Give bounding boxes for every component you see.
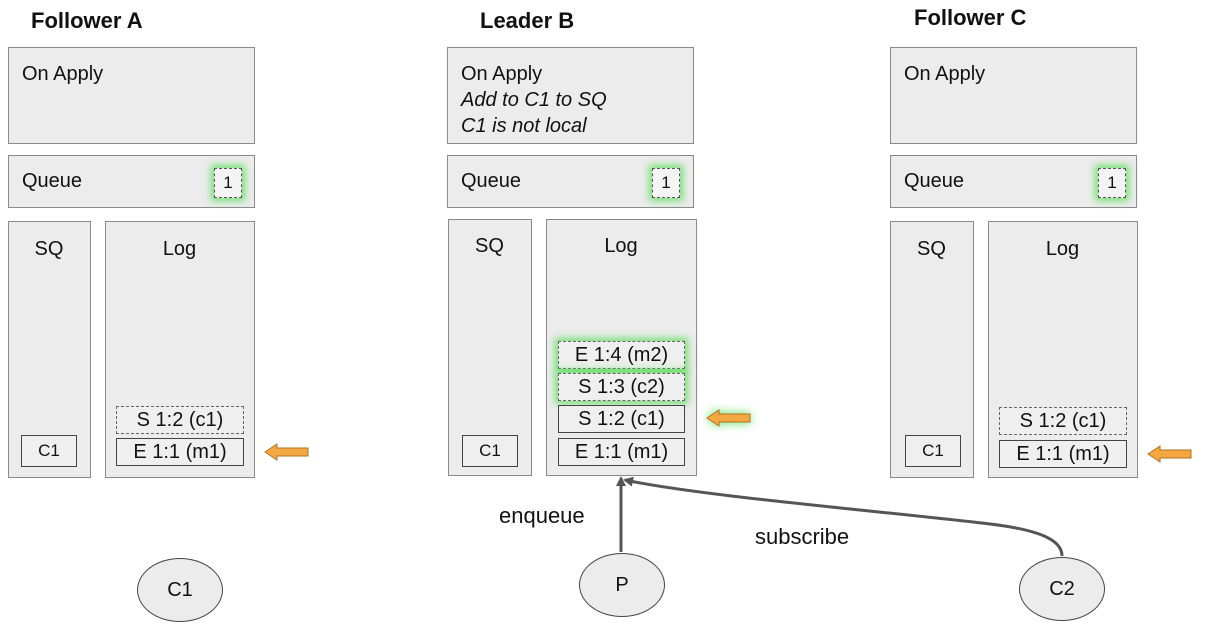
leader-b-on-apply-text: On Apply Add to C1 to SQ C1 is not local [461,61,607,139]
leader-b-queue-label: Queue [461,170,522,192]
follower-c-title: Follower C [914,5,1027,30]
leader-b-title: Leader B [480,8,575,33]
follower-a-log-entry: E 1:1 (m1) [116,438,244,466]
follower-a-queue-panel: Queue 1 [8,155,255,208]
node-c1: C1 [137,558,223,622]
follower-a-on-apply-label: On Apply [22,63,104,85]
leader-b-sq-item: C1 [462,435,518,467]
follower-c-sq-panel: SQ C1 [890,221,974,478]
leader-b-sq-label: SQ [475,235,504,257]
follower-a-sq-label: SQ [34,238,64,260]
follower-c-queue-panel: Queue 1 [890,155,1137,208]
follower-a-sq-panel: SQ C1 [8,221,91,478]
leader-b-on-apply-label: On Apply [461,63,543,85]
leader-b-log-entry: S 1:2 (c1) [558,405,685,433]
follower-c-on-apply-label: On Apply [904,63,986,85]
follower-c-on-apply-panel: On Apply [890,47,1137,144]
left-arrow-icon [706,409,751,427]
subscribe-edge [623,476,1064,557]
follower-a-on-apply-panel: On Apply [8,47,255,144]
follower-a-log-label: Log [162,238,197,260]
subscribe-label: subscribe [755,524,850,549]
follower-a-log-entry: S 1:2 (c1) [116,406,244,434]
enqueue-label: enqueue [499,503,585,528]
follower-c-log-label: Log [1045,238,1080,260]
follower-a-title: Follower A [31,8,143,33]
follower-c-sq-item: C1 [905,435,961,467]
left-arrow-icon [1147,445,1192,463]
leader-b-queue-item: 1 [652,168,680,198]
leader-b-log-entry: E 1:1 (m1) [558,438,685,466]
follower-c-log-panel: Log S 1:2 (c1) E 1:1 (m1) [988,221,1138,478]
leader-b-log-panel: Log E 1:4 (m2) S 1:3 (c2) S 1:2 (c1) E 1… [546,219,697,476]
left-arrow-icon [264,443,309,461]
follower-c-sq-label: SQ [917,238,946,260]
follower-a-queue-item: 1 [214,168,242,198]
follower-c-queue-item: 1 [1098,168,1126,198]
follower-c-log-entry: E 1:1 (m1) [999,440,1127,468]
follower-a-log-panel: Log S 1:2 (c1) E 1:1 (m1) [105,221,255,478]
follower-c-log-entry: S 1:2 (c1) [999,407,1127,435]
node-p: P [579,553,665,617]
leader-b-on-apply-panel: On Apply Add to C1 to SQ C1 is not local [447,47,694,144]
leader-b-sq-panel: SQ C1 [448,219,532,476]
leader-b-log-label: Log [604,235,638,257]
node-c2: C2 [1019,557,1105,621]
follower-a-queue-label: Queue [22,170,83,192]
follower-a-sq-item: C1 [21,435,77,467]
leader-b-log-entry: S 1:3 (c2) [558,373,685,401]
leader-b-apply-line: C1 is not local [461,115,587,137]
leader-b-apply-line: Add to C1 to SQ [461,89,607,111]
follower-c-queue-label: Queue [904,170,965,192]
leader-b-queue-panel: Queue 1 [447,155,694,208]
leader-b-log-entry: E 1:4 (m2) [558,341,685,369]
